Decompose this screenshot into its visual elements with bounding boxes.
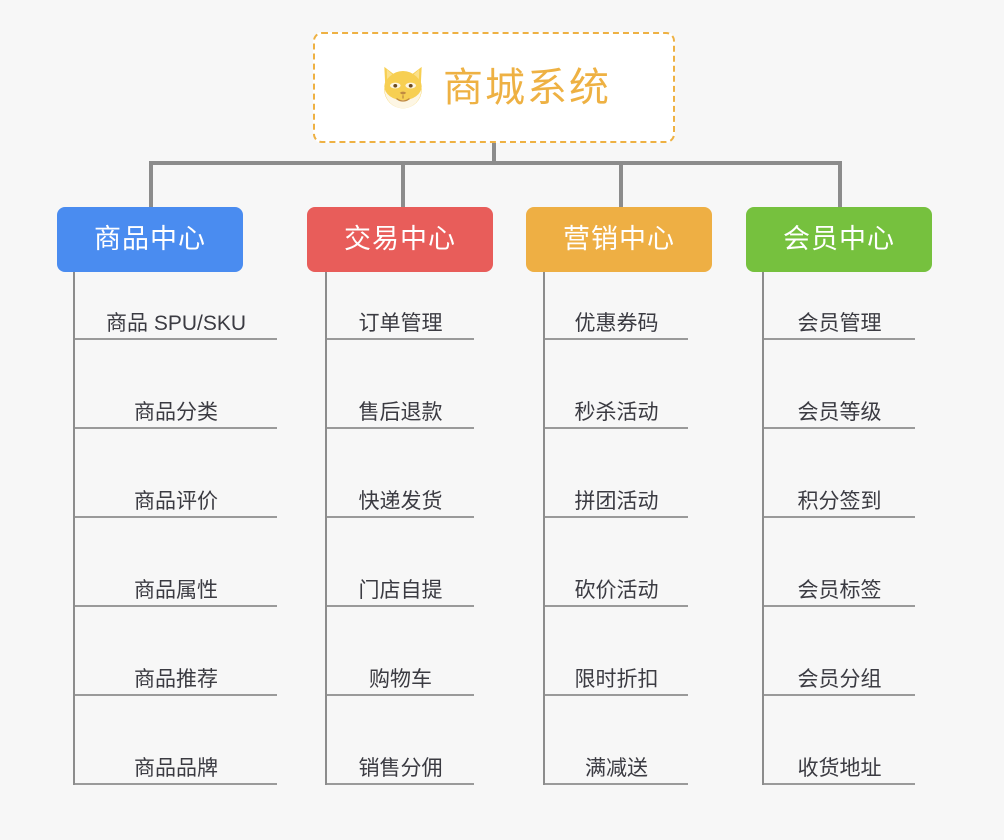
connector-branch-drop	[149, 161, 153, 207]
leaf-label: 积分签到	[797, 489, 882, 513]
leaf-label: 订单管理	[358, 311, 443, 335]
root-node[interactable]: 商城系统	[313, 32, 675, 143]
leaf-label: 商品评价	[134, 489, 218, 513]
leaf-label: 门店自提	[358, 578, 443, 602]
leaf-item[interactable]: 满减送	[545, 717, 688, 785]
leaf-item[interactable]: 拼团活动	[545, 450, 688, 518]
leaf-label: 商品推荐	[134, 667, 218, 691]
connector-branch-drop	[619, 161, 623, 207]
root-title: 商城系统	[443, 65, 611, 110]
leaf-item[interactable]: 快递发货	[327, 450, 474, 518]
leaf-item[interactable]: 商品分类	[75, 361, 277, 429]
leaf-item[interactable]: 收货地址	[764, 717, 915, 785]
leaf-item[interactable]: 限时折扣	[545, 628, 688, 696]
leaf-item[interactable]: 商品推荐	[75, 628, 277, 696]
connector-leaf-spine	[762, 272, 764, 785]
connector-leaf-spine	[325, 272, 327, 785]
leaf-item[interactable]: 购物车	[327, 628, 474, 696]
category-box-4[interactable]: 会员中心	[746, 207, 932, 272]
leaf-label: 售后退款	[358, 400, 443, 424]
connector-branch-drop	[401, 161, 405, 207]
leaf-item[interactable]: 门店自提	[327, 539, 474, 607]
category-label: 会员中心	[783, 224, 895, 254]
connector-branch-drop	[838, 161, 842, 207]
leaf-label: 会员管理	[797, 311, 882, 335]
leaf-label: 商品 SPU/SKU	[105, 311, 247, 335]
category-box-1[interactable]: 商品中心	[57, 207, 243, 272]
leaf-item[interactable]: 积分签到	[764, 450, 915, 518]
connector-root-stem	[492, 143, 496, 164]
leaf-label: 商品属性	[134, 578, 218, 602]
category-box-3[interactable]: 营销中心	[526, 207, 712, 272]
leaf-item[interactable]: 商品评价	[75, 450, 277, 518]
leaf-label: 收货地址	[797, 756, 882, 780]
leaf-item[interactable]: 秒杀活动	[545, 361, 688, 429]
leaf-label: 会员分组	[797, 667, 882, 691]
leaf-label: 销售分佣	[358, 756, 443, 780]
leaf-label: 会员等级	[797, 400, 882, 424]
leaf-item[interactable]: 优惠券码	[545, 272, 688, 340]
leaf-label: 拼团活动	[574, 489, 659, 513]
leaf-label: 购物车	[369, 667, 432, 691]
connector-horizontal-rail	[149, 161, 840, 165]
leaf-label: 快递发货	[358, 489, 443, 513]
leaf-item[interactable]: 订单管理	[327, 272, 474, 340]
category-label: 商品中心	[94, 224, 206, 254]
category-label: 营销中心	[563, 224, 675, 254]
leaf-label: 优惠券码	[574, 311, 659, 335]
shiba-dog-face-icon	[384, 66, 422, 108]
connector-leaf-spine	[543, 272, 545, 785]
leaf-item[interactable]: 商品 SPU/SKU	[75, 272, 277, 340]
leaf-item[interactable]: 销售分佣	[327, 717, 474, 785]
leaf-item[interactable]: 商品属性	[75, 539, 277, 607]
leaf-label: 砍价活动	[574, 578, 659, 602]
leaf-item[interactable]: 会员分组	[764, 628, 915, 696]
leaf-label: 商品分类	[134, 400, 218, 424]
leaf-item[interactable]: 售后退款	[327, 361, 474, 429]
leaf-item[interactable]: 商品品牌	[75, 717, 277, 785]
leaf-label: 会员标签	[797, 578, 882, 602]
leaf-label: 商品品牌	[134, 756, 218, 780]
leaf-item[interactable]: 会员等级	[764, 361, 915, 429]
leaf-label: 秒杀活动	[574, 400, 659, 424]
category-label: 交易中心	[344, 224, 456, 254]
leaf-item[interactable]: 会员管理	[764, 272, 915, 340]
leaf-label: 限时折扣	[574, 667, 659, 691]
connector-leaf-spine	[73, 272, 75, 785]
leaf-label: 满减送	[585, 756, 648, 780]
leaf-item[interactable]: 砍价活动	[545, 539, 688, 607]
leaf-item[interactable]: 会员标签	[764, 539, 915, 607]
category-box-2[interactable]: 交易中心	[307, 207, 493, 272]
